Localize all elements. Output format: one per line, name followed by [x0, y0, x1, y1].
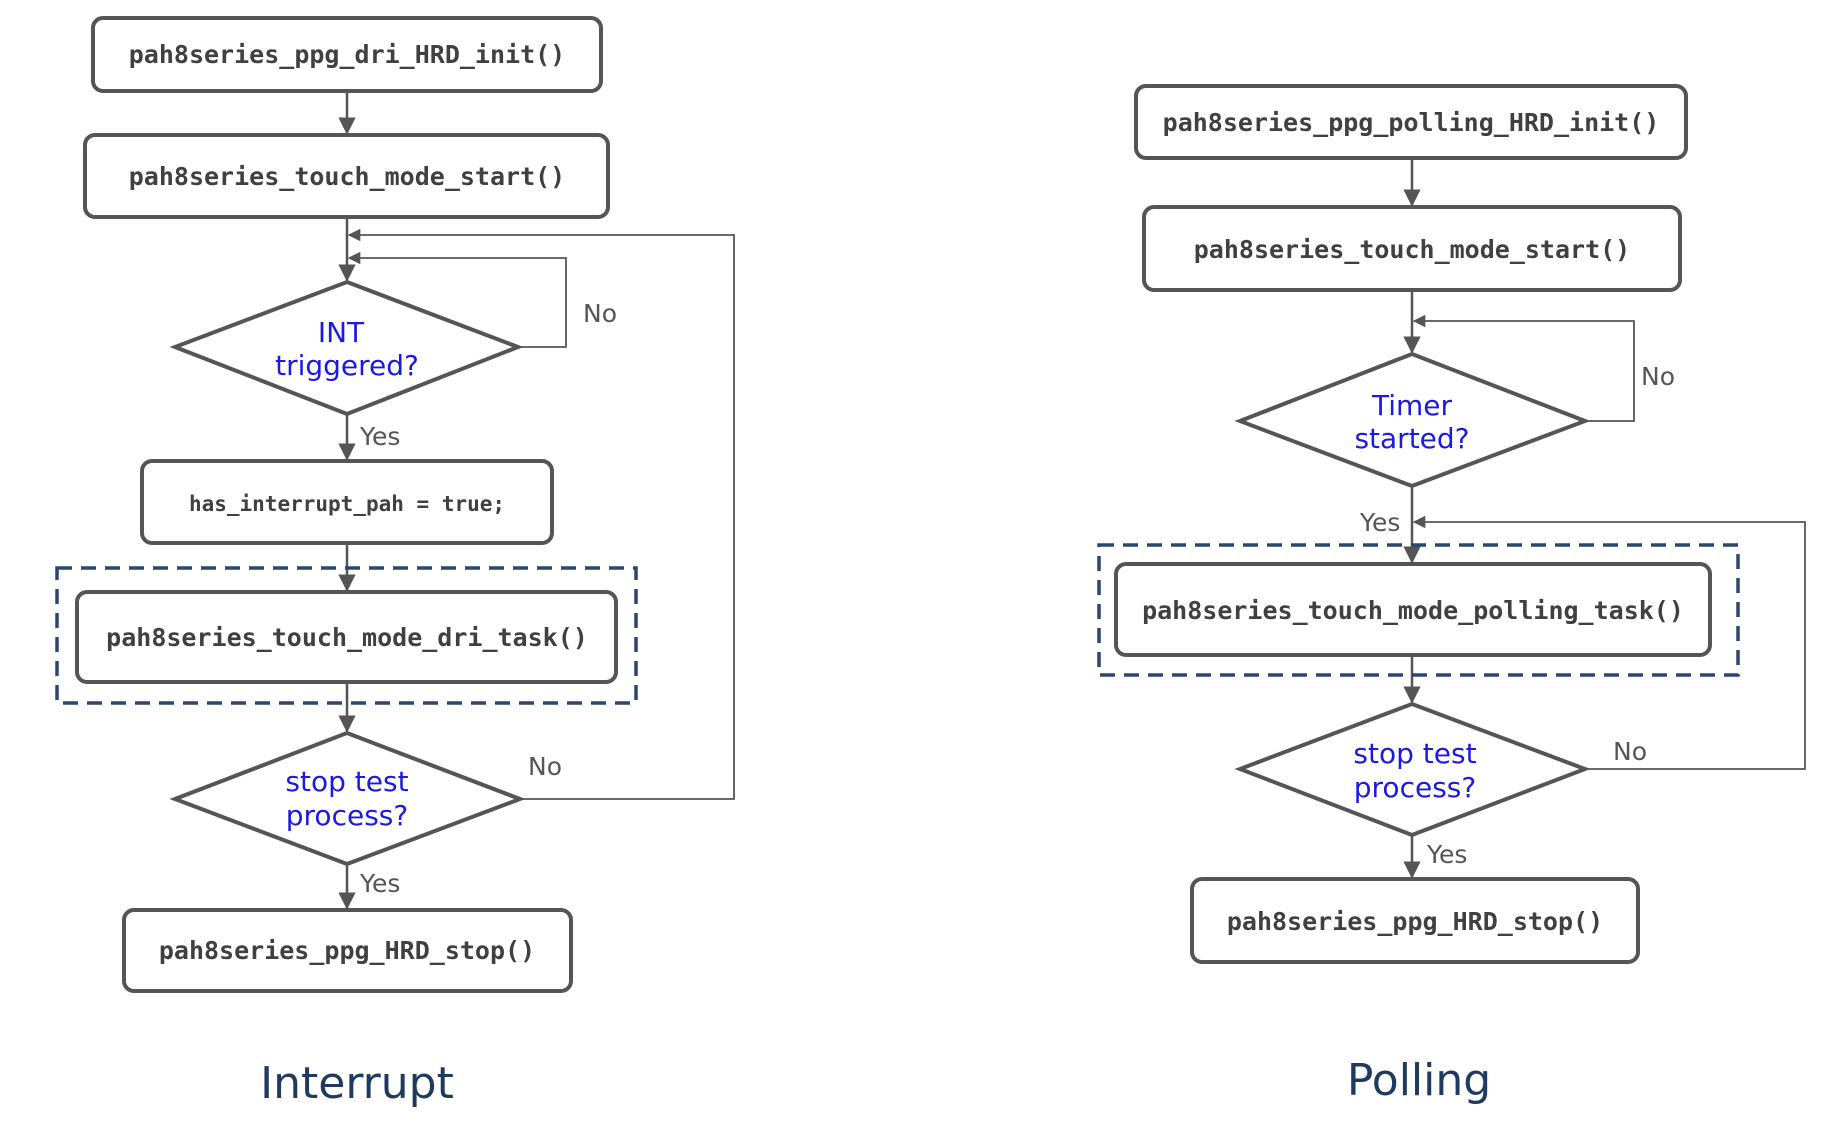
- interrupt-task-box: [75, 590, 618, 684]
- interrupt-flow: pah8series_ppg_dri_HRD_init() pah8series…: [55, 16, 735, 1109]
- polling-stop-no-label: No: [1613, 737, 1647, 766]
- interrupt-end-text: pah8series_ppg_HRD_stop(): [159, 936, 535, 965]
- interrupt-init-text: pah8series_ppg_dri_HRD_init(): [129, 40, 566, 69]
- polling-end-box: [1190, 877, 1640, 964]
- polling-stop-decision: [1234, 701, 1591, 838]
- interrupt-end-box: [122, 908, 573, 993]
- interrupt-stop-no-label: No: [528, 752, 562, 781]
- set-interrupt-flag-box: [140, 459, 554, 545]
- int-no-label: No: [583, 299, 617, 328]
- connector-polling-stop-no-loop: [1412, 515, 1806, 770]
- timer-started-line1: Timer: [1371, 389, 1453, 422]
- polling-caption: Polling: [1347, 1055, 1491, 1106]
- connector-stop-no-loop: [347, 228, 735, 800]
- int-yes-label: Yes: [359, 422, 400, 451]
- interrupt-stop-line1: stop test: [285, 765, 408, 798]
- polling-start-text: pah8series_touch_mode_start(): [1194, 235, 1631, 264]
- int-triggered-line2: triggered?: [275, 349, 419, 382]
- interrupt-stop-decision: [169, 730, 526, 867]
- polling-task-dashed-group: [1097, 543, 1740, 677]
- connector-int-no-loop: [347, 251, 567, 348]
- timer-yes-label: Yes: [1359, 508, 1400, 537]
- polling-stop-line1: stop test: [1353, 737, 1476, 770]
- interrupt-caption: Interrupt: [260, 1058, 454, 1109]
- interrupt-task-text: pah8series_touch_mode_dri_task(): [106, 623, 588, 652]
- polling-start-box: [1142, 205, 1682, 292]
- polling-end-text: pah8series_ppg_HRD_stop(): [1227, 907, 1603, 936]
- polling-init-text: pah8series_ppg_polling_HRD_init(): [1163, 108, 1660, 137]
- polling-init-box: [1134, 84, 1688, 160]
- interrupt-task-dashed-group: [55, 566, 638, 705]
- timer-started-decision: [1234, 351, 1591, 489]
- interrupt-start-text: pah8series_touch_mode_start(): [129, 162, 566, 191]
- connector-timer-no-loop: [1412, 314, 1635, 422]
- polling-flow: pah8series_ppg_polling_HRD_init() pah8se…: [1097, 84, 1806, 1106]
- timer-no-label: No: [1641, 362, 1675, 391]
- int-triggered-line1: INT: [318, 316, 365, 349]
- polling-task-text: pah8series_touch_mode_polling_task(): [1142, 596, 1684, 625]
- interrupt-stop-line2: process?: [286, 799, 408, 832]
- int-triggered-decision: [169, 279, 524, 417]
- interrupt-start-box: [83, 133, 610, 219]
- interrupt-stop-yes-label: Yes: [359, 869, 400, 898]
- polling-stop-yes-label: Yes: [1426, 840, 1467, 869]
- polling-task-box: [1114, 562, 1712, 657]
- timer-started-line2: started?: [1354, 422, 1469, 455]
- polling-stop-line2: process?: [1354, 771, 1476, 804]
- interrupt-init-box: [91, 16, 603, 93]
- set-interrupt-flag-text: has_interrupt_pah = true;: [189, 492, 505, 516]
